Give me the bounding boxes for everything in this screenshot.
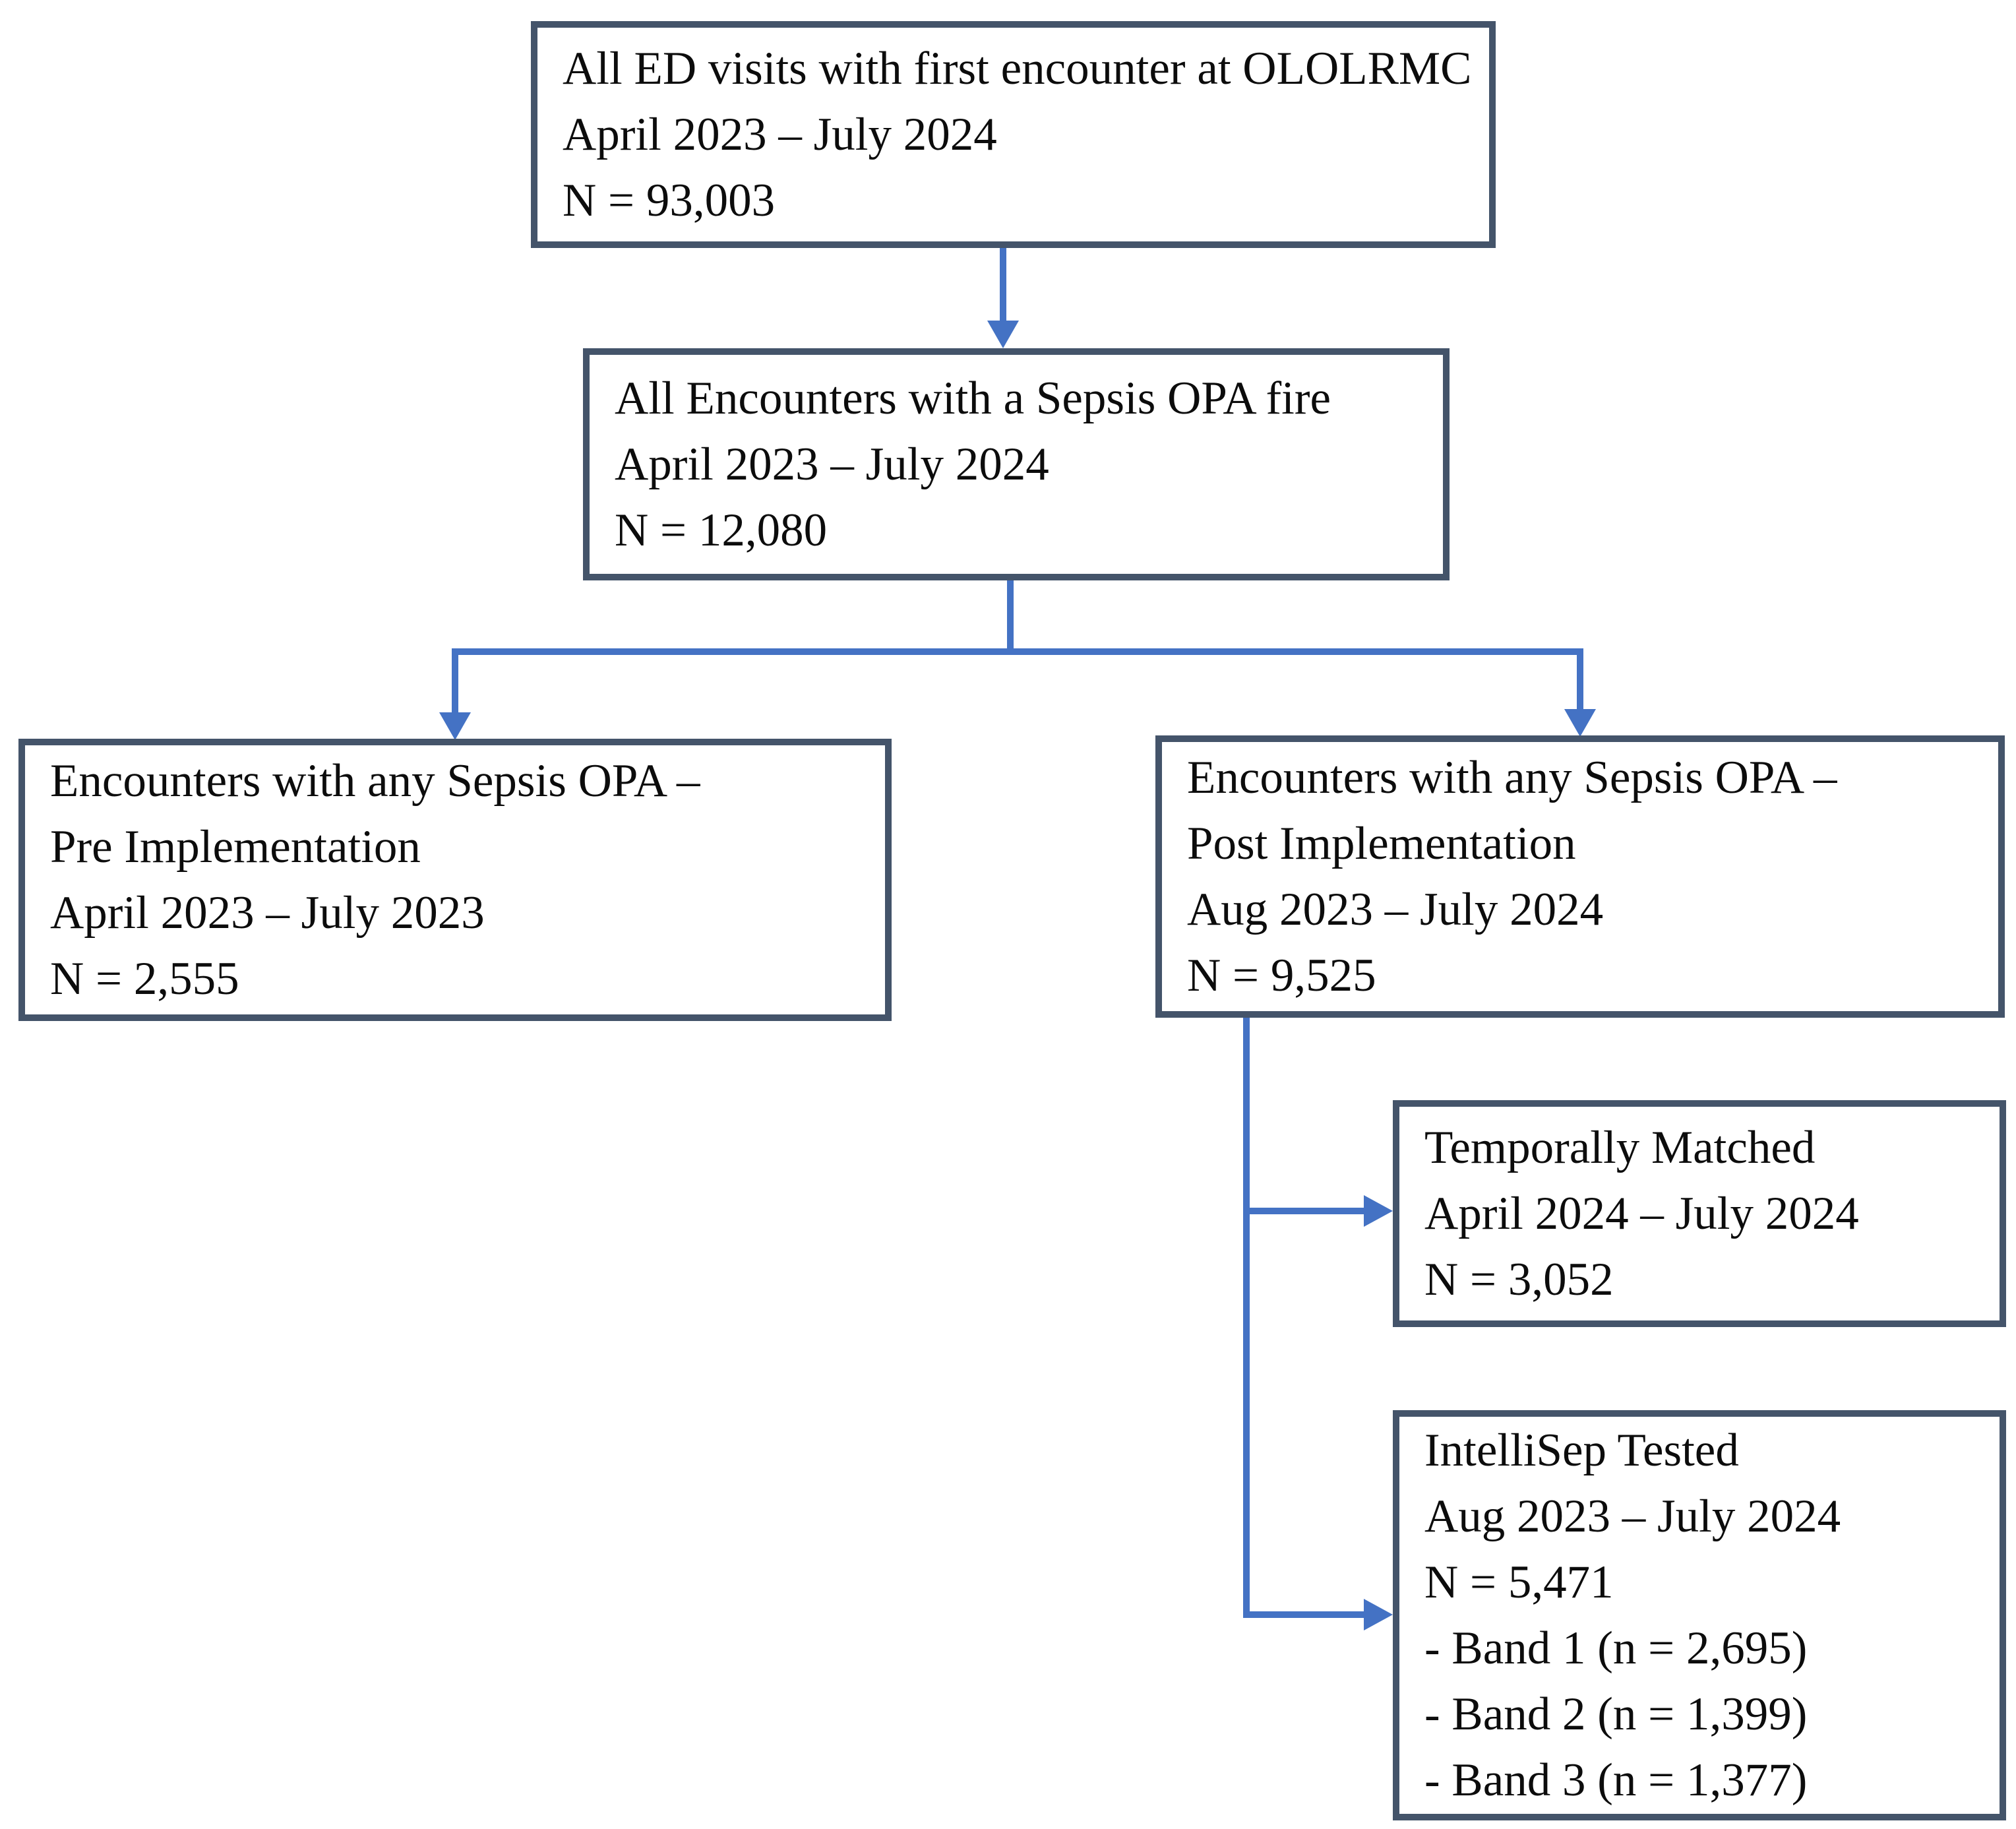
box-intellisep-band2: - Band 2 (n = 1,399) (1424, 1689, 1808, 1740)
arrow-post-to-matched-and-intellisep (1243, 1018, 1393, 1630)
box-opa-fire-title: All Encounters with a Sepsis OPA fire (615, 373, 1331, 424)
box-post-implementation: Encounters with any Sepsis OPA – Post Im… (1155, 735, 2005, 1018)
box-pre-implementation: Encounters with any Sepsis OPA – Pre Imp… (18, 739, 892, 1021)
box-matched-title: Temporally Matched (1424, 1122, 1816, 1173)
box-intellisep-count: N = 5,471 (1424, 1557, 1614, 1608)
box-opa-fire-daterange: April 2023 – July 2024 (615, 439, 1049, 490)
box-pre-count: N = 2,555 (50, 953, 239, 1005)
box-pre-subtitle: Pre Implementation (50, 821, 421, 873)
box-ed-visits-count: N = 93,003 (563, 175, 776, 226)
arrow-ed-visits-to-opa-fire (987, 248, 1019, 348)
box-temporally-matched: Temporally Matched April 2024 – July 202… (1393, 1100, 2006, 1327)
box-post-daterange: Aug 2023 – July 2024 (1187, 884, 1604, 935)
box-pre-daterange: April 2023 – July 2023 (50, 887, 485, 939)
box-ed-visits: All ED visits with first encounter at OL… (531, 21, 1496, 248)
box-post-subtitle: Post Implementation (1187, 818, 1576, 869)
box-post-count: N = 9,525 (1187, 950, 1376, 1001)
box-opa-fire-count: N = 12,080 (615, 505, 828, 556)
box-intellisep-band3: - Band 3 (n = 1,377) (1424, 1754, 1808, 1806)
box-opa-fire: All Encounters with a Sepsis OPA fire Ap… (583, 348, 1450, 580)
box-intellisep-tested: IntelliSep Tested Aug 2023 – July 2024 N… (1393, 1410, 2006, 1820)
box-matched-count: N = 3,052 (1424, 1254, 1614, 1305)
box-post-title: Encounters with any Sepsis OPA – (1187, 752, 1837, 803)
box-intellisep-band1: - Band 1 (n = 2,695) (1424, 1623, 1808, 1674)
arrow-opa-fire-split (439, 580, 1596, 740)
box-matched-daterange: April 2024 – July 2024 (1424, 1188, 1859, 1239)
box-intellisep-title: IntelliSep Tested (1424, 1425, 1739, 1476)
box-ed-visits-daterange: April 2023 – July 2024 (563, 109, 997, 160)
box-intellisep-daterange: Aug 2023 – July 2024 (1424, 1491, 1841, 1542)
box-ed-visits-title: All ED visits with first encounter at OL… (563, 43, 1472, 94)
box-pre-title: Encounters with any Sepsis OPA – (50, 755, 700, 807)
